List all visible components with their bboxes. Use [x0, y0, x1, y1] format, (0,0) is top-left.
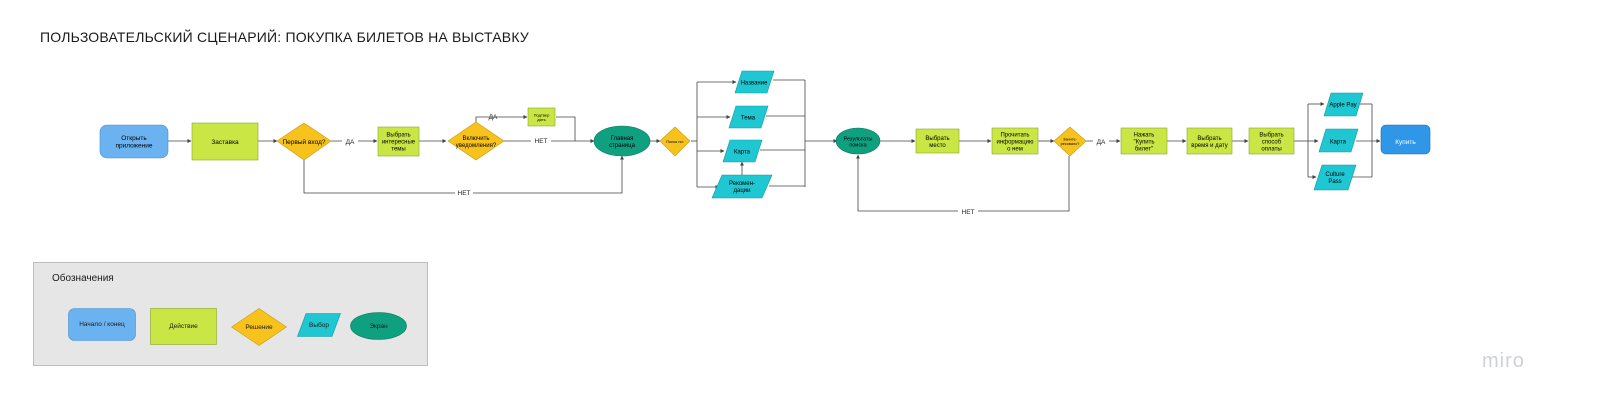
node-interested: Заинте-ресовало? [1053, 126, 1087, 157]
node-label: Поиск по: [666, 139, 684, 144]
edge-interest-results-no [856, 154, 1070, 212]
legend-choice: Выбор [297, 313, 341, 337]
node-label: Заставка [211, 139, 239, 146]
edge-label-yes-interest: ДА [1097, 139, 1106, 146]
legend-label-decision: Решение [245, 323, 273, 331]
edge-label-yes-first: ДА [346, 139, 355, 146]
node-map: Карта [722, 139, 763, 163]
legend-start-end: Начало / конец [68, 308, 136, 341]
node-label: Тема [741, 116, 756, 122]
node-buy: Купить [1380, 124, 1431, 155]
node-splash: Заставка [191, 122, 259, 161]
legend-panel: Обозначения Начало / конец Действие Реше… [33, 262, 428, 366]
node-label: Карта [734, 150, 751, 156]
node-first-login: Первый вход? [276, 122, 332, 161]
legend-label-action: Действие [169, 323, 198, 330]
legend-decision: Решение [231, 308, 287, 346]
node-label: Купить [1395, 139, 1416, 146]
node-apple-pay: Apple Pay [1323, 92, 1364, 117]
legend-action: Действие [150, 308, 217, 345]
node-label: Название [741, 81, 768, 87]
node-label: Карта [1330, 140, 1347, 146]
edge-label-no-notif: НЕТ [535, 138, 548, 145]
edge-label-no-interest: НЕТ [962, 209, 975, 216]
node-topic: Тема [728, 105, 769, 129]
page-title: ПОЛЬЗОВАТЕЛЬСКИЙ СЦЕНАРИЙ: ПОКУПКА БИЛЕТ… [40, 29, 529, 45]
edge-label-yes-notif: ДА [489, 114, 498, 121]
legend-label-screen: Экран [369, 322, 388, 330]
node-label: Рекомен-дации [729, 181, 755, 194]
connectors [168, 79, 1381, 212]
legend-label-start-end: Начало / конец [79, 321, 125, 328]
node-label: Заинте-ресовало? [1061, 138, 1080, 146]
edge-first-main-no [303, 155, 624, 194]
miro-logo: miro [1482, 350, 1525, 372]
edge-confirm-main [556, 116, 576, 141]
edge-notif-confirm [475, 115, 528, 123]
node-label: Apple Pay [1329, 103, 1356, 109]
edge-labels: ДА НЕТ ДА НЕТ ДА НЕТ [342, 114, 1109, 216]
node-recommendations: Рекомен-дации [711, 174, 773, 199]
node-search-by: Поиск по: [659, 126, 691, 157]
legend-label-choice: Выбор [309, 321, 329, 329]
legend-screen: Экран [350, 312, 407, 340]
node-name: Название [734, 70, 775, 94]
edge-label-no-first: НЕТ [458, 190, 471, 197]
legend-title: Обозначения [52, 273, 114, 284]
node-label: Первый вход? [283, 138, 326, 146]
node-card: Карта [1318, 128, 1359, 153]
